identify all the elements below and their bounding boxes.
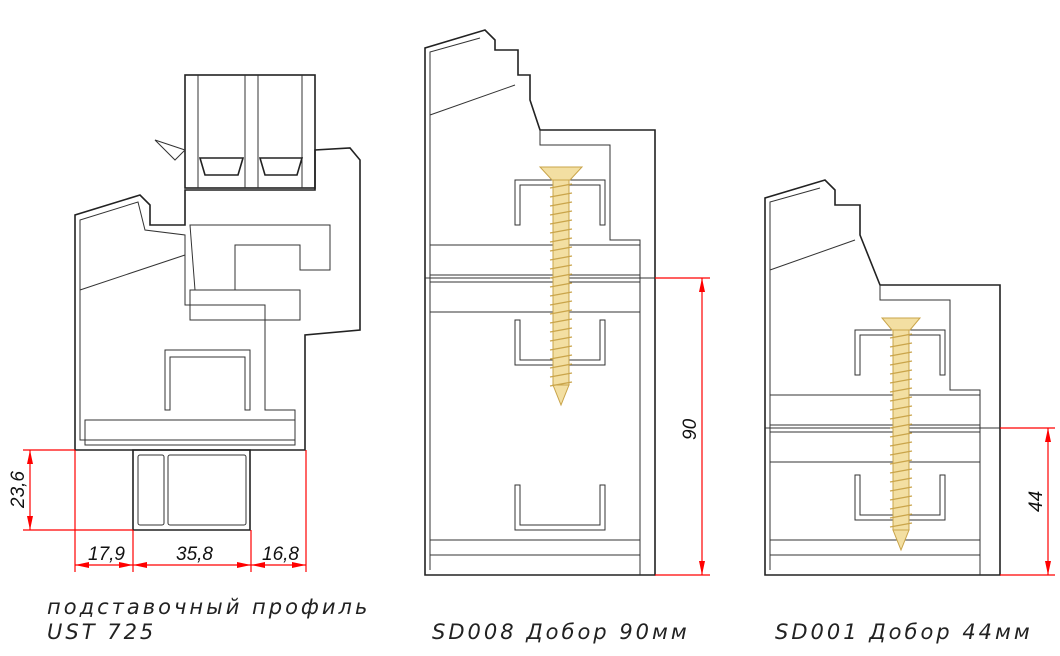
screw-thread xyxy=(889,522,913,528)
screw-thread xyxy=(549,291,573,297)
profile-sd001 xyxy=(764,179,1001,576)
dim-35-8: 35,8 xyxy=(176,544,213,565)
dim-16-8: 16,8 xyxy=(262,544,299,565)
screw-thread xyxy=(889,441,913,447)
screw-thread xyxy=(889,378,913,384)
screw-thread xyxy=(889,513,913,519)
caption-ust725-line1: подставочный профиль xyxy=(47,595,371,619)
screw-thread xyxy=(889,369,913,375)
screw-thread xyxy=(549,300,573,306)
screw-thread xyxy=(549,372,573,378)
screw-thread xyxy=(889,495,913,501)
screw-thread xyxy=(889,342,913,348)
screw-thread xyxy=(549,273,573,279)
caption-sd008: SD008 Добор 90мм xyxy=(432,620,690,644)
screw-thread xyxy=(889,450,913,456)
screw-thread xyxy=(549,363,573,369)
screw-thread xyxy=(549,381,573,387)
caption-sd001: SD001 Добор 44мм xyxy=(775,620,1033,644)
screw-thread xyxy=(549,327,573,333)
screw-thread xyxy=(889,423,913,429)
screw-thread xyxy=(889,351,913,357)
screw-thread xyxy=(889,459,913,465)
dim-17-9: 17,9 xyxy=(88,544,125,565)
screw-thread xyxy=(549,192,573,198)
screw-44 xyxy=(880,317,922,552)
screw-thread xyxy=(549,237,573,243)
screw-thread xyxy=(549,183,573,189)
screw-thread xyxy=(549,336,573,342)
dim-44: 44 xyxy=(1026,491,1047,512)
screw-thread xyxy=(549,354,573,360)
screw-thread xyxy=(549,201,573,207)
screw-90 xyxy=(538,166,584,407)
screw-thread xyxy=(889,414,913,420)
dim-90: 90 xyxy=(680,418,701,440)
screw-thread xyxy=(549,345,573,351)
screw-thread xyxy=(889,405,913,411)
dimensions-ust725: 17,9 35,8 16,8 23,6 xyxy=(8,449,307,572)
screw-thread xyxy=(549,210,573,216)
dimensions-sd001: 44 xyxy=(1000,427,1055,576)
dim-23-6: 23,6 xyxy=(8,471,29,509)
caption-ust725-line2: UST 725 xyxy=(47,620,157,644)
screw-thread xyxy=(549,219,573,225)
screw-thread xyxy=(549,246,573,252)
profile-ust725 xyxy=(74,74,361,531)
screw-thread xyxy=(549,264,573,270)
profile-sd008 xyxy=(424,29,656,576)
screw-thread xyxy=(889,477,913,483)
screw-thread xyxy=(549,282,573,288)
screw-thread xyxy=(889,432,913,438)
screw-thread xyxy=(549,228,573,234)
screw-thread xyxy=(889,504,913,510)
caption-ust725: подставочный профиль UST 725 xyxy=(47,595,370,645)
screw-thread xyxy=(889,333,913,339)
screw-thread xyxy=(549,309,573,315)
screw-thread xyxy=(889,396,913,402)
screw-thread xyxy=(889,360,913,366)
screw-thread xyxy=(889,468,913,474)
glass-unit xyxy=(184,74,316,189)
dimensions-sd008: 90 xyxy=(655,277,710,576)
screw-thread xyxy=(549,255,573,261)
screw-thread xyxy=(889,486,913,492)
screw-thread xyxy=(549,318,573,324)
screw-thread xyxy=(889,387,913,393)
